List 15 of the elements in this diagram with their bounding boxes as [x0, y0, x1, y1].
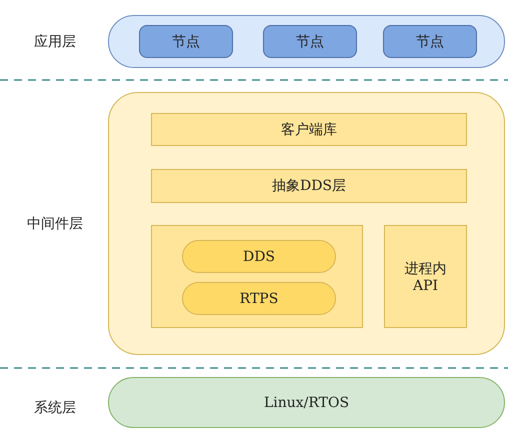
layer-label: 系统层: [34, 399, 76, 417]
layer-label: 应用层: [34, 33, 76, 51]
module-pill: DDS: [182, 240, 336, 273]
module-box: 进程内 API: [384, 225, 467, 328]
layer-label: 中间件层: [27, 215, 83, 233]
layer-band: [108, 15, 505, 68]
node-box: 节点: [383, 25, 477, 58]
layer-box: 抽象DDS层: [151, 169, 467, 203]
layer-band: [108, 92, 505, 355]
layer-band: Linux/RTOS: [108, 377, 505, 428]
node-box: 节点: [139, 25, 233, 58]
node-box: 节点: [263, 25, 357, 58]
module-pill: RTPS: [182, 282, 336, 315]
layer-box: 客户端库: [151, 113, 467, 146]
module-box: [151, 225, 363, 328]
